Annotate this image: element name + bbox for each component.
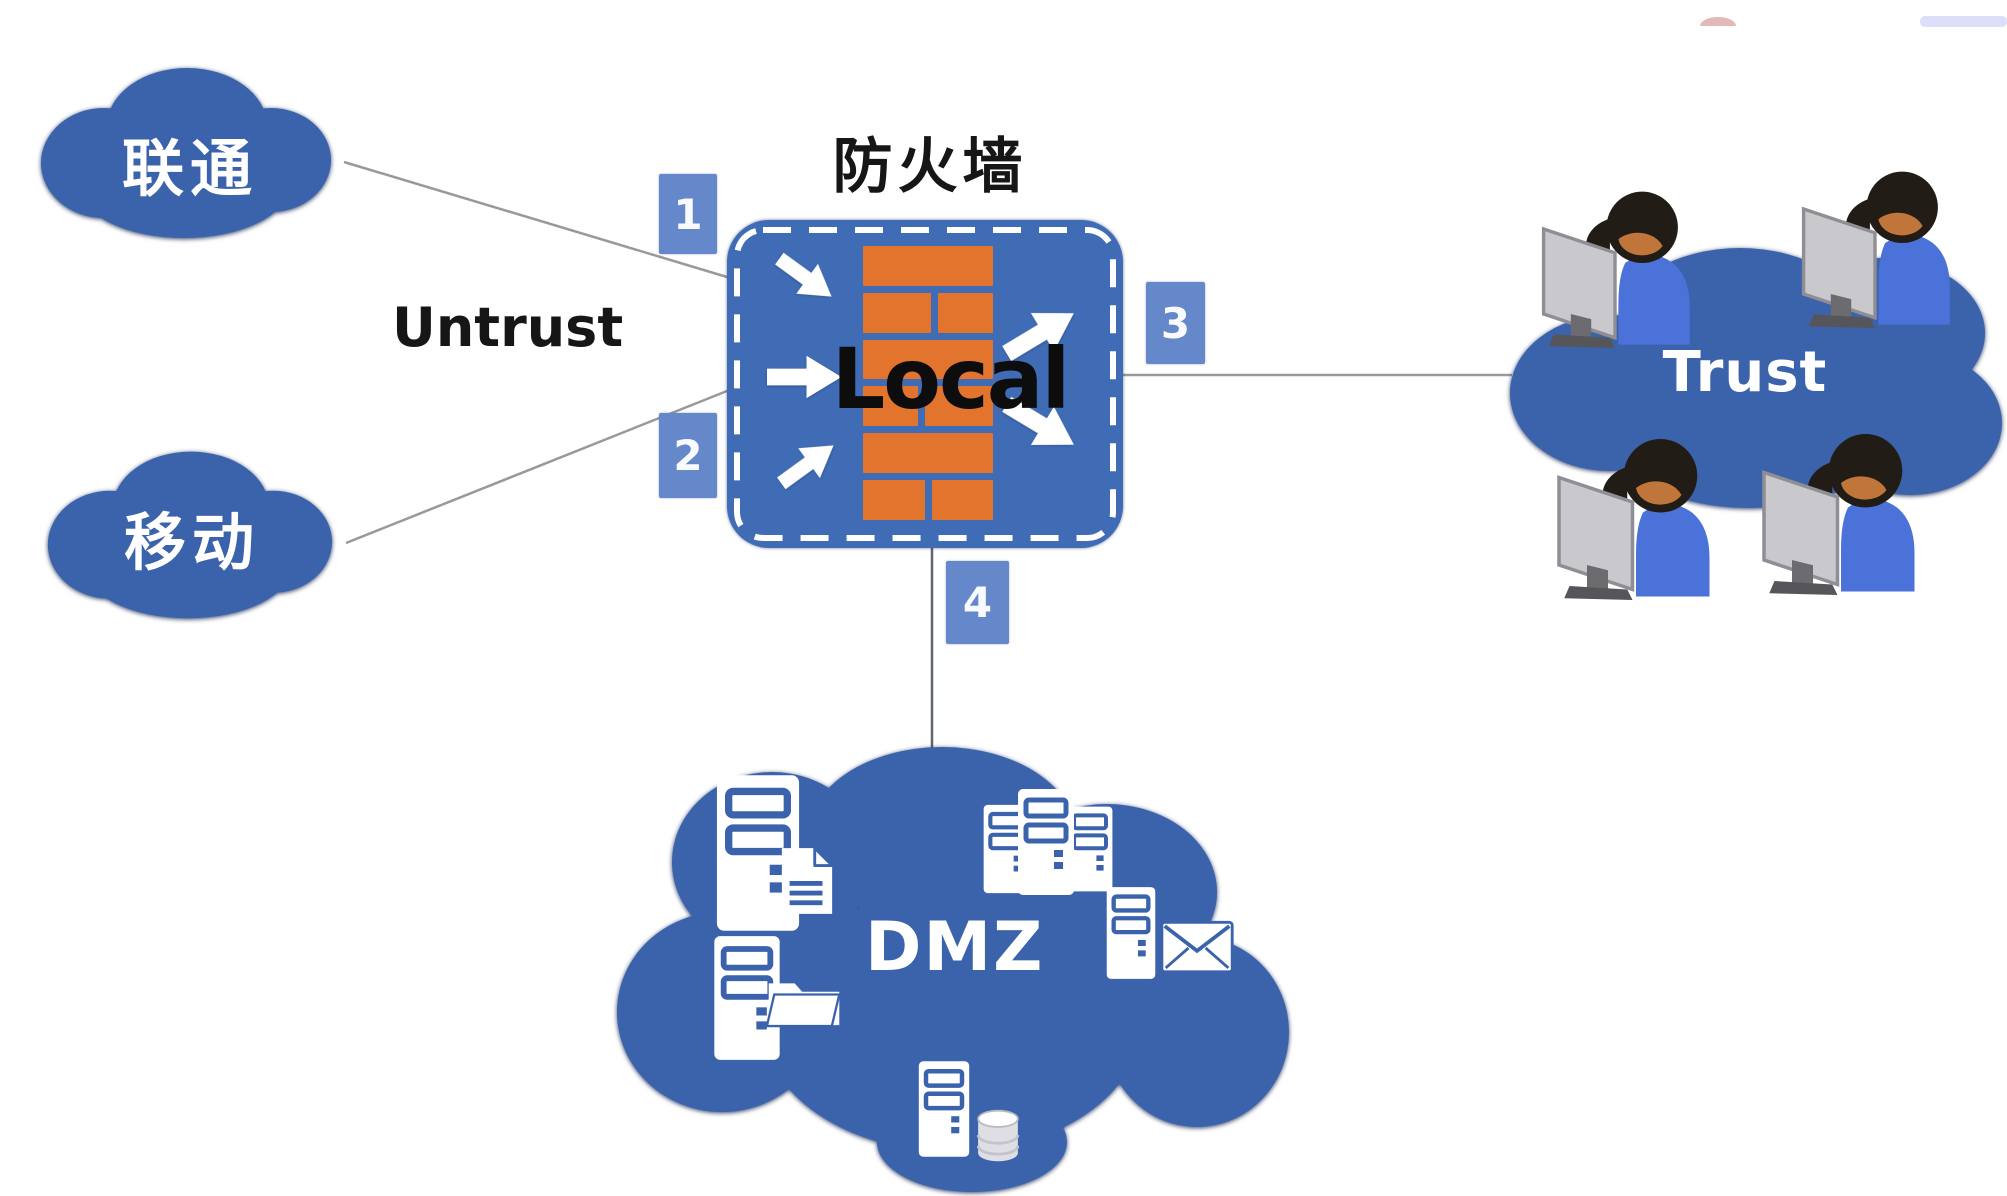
link-unicom-to-firewall xyxy=(343,160,738,282)
interface-badge-3: 3 xyxy=(1146,282,1205,364)
firewall-brick-wall-icon xyxy=(863,246,993,520)
interface-badge-4: 4 xyxy=(946,561,1009,644)
firewall-dashed-border xyxy=(734,227,1116,541)
red-annotation-arc-artifact xyxy=(1700,17,1736,26)
local-zone-label: Local xyxy=(831,330,1071,428)
server-tower-icon xyxy=(917,1054,971,1164)
user-at-computer-icon xyxy=(1762,432,1917,595)
unicom-cloud-label: 联通 xyxy=(121,132,258,205)
mobile-cloud xyxy=(47,451,333,619)
unicom-cloud xyxy=(41,68,331,238)
user-at-computer-icon xyxy=(1801,169,1952,328)
database-icon xyxy=(976,1109,1020,1163)
server-tower-icon xyxy=(1105,880,1157,986)
firewall-box xyxy=(727,220,1123,548)
document-icon xyxy=(780,846,834,916)
server-tower-icon xyxy=(1016,768,1076,916)
trust-cloud-label: Trust xyxy=(1662,340,1828,405)
dmz-cloud-label: DMZ xyxy=(865,908,1045,987)
interface-badge-2: 2 xyxy=(659,413,717,498)
user-at-computer-icon xyxy=(1541,189,1692,348)
interface-badge-1: 1 xyxy=(659,174,717,254)
mail-envelope-icon xyxy=(1160,920,1235,974)
untrust-zone-label: Untrust xyxy=(392,296,624,359)
mobile-cloud-label: 移动 xyxy=(123,506,260,579)
scrollbar-artifact xyxy=(1920,16,2007,27)
user-at-computer-icon xyxy=(1557,437,1712,600)
folder-icon xyxy=(765,982,841,1028)
firewall-title: 防火墙 xyxy=(832,132,1028,202)
